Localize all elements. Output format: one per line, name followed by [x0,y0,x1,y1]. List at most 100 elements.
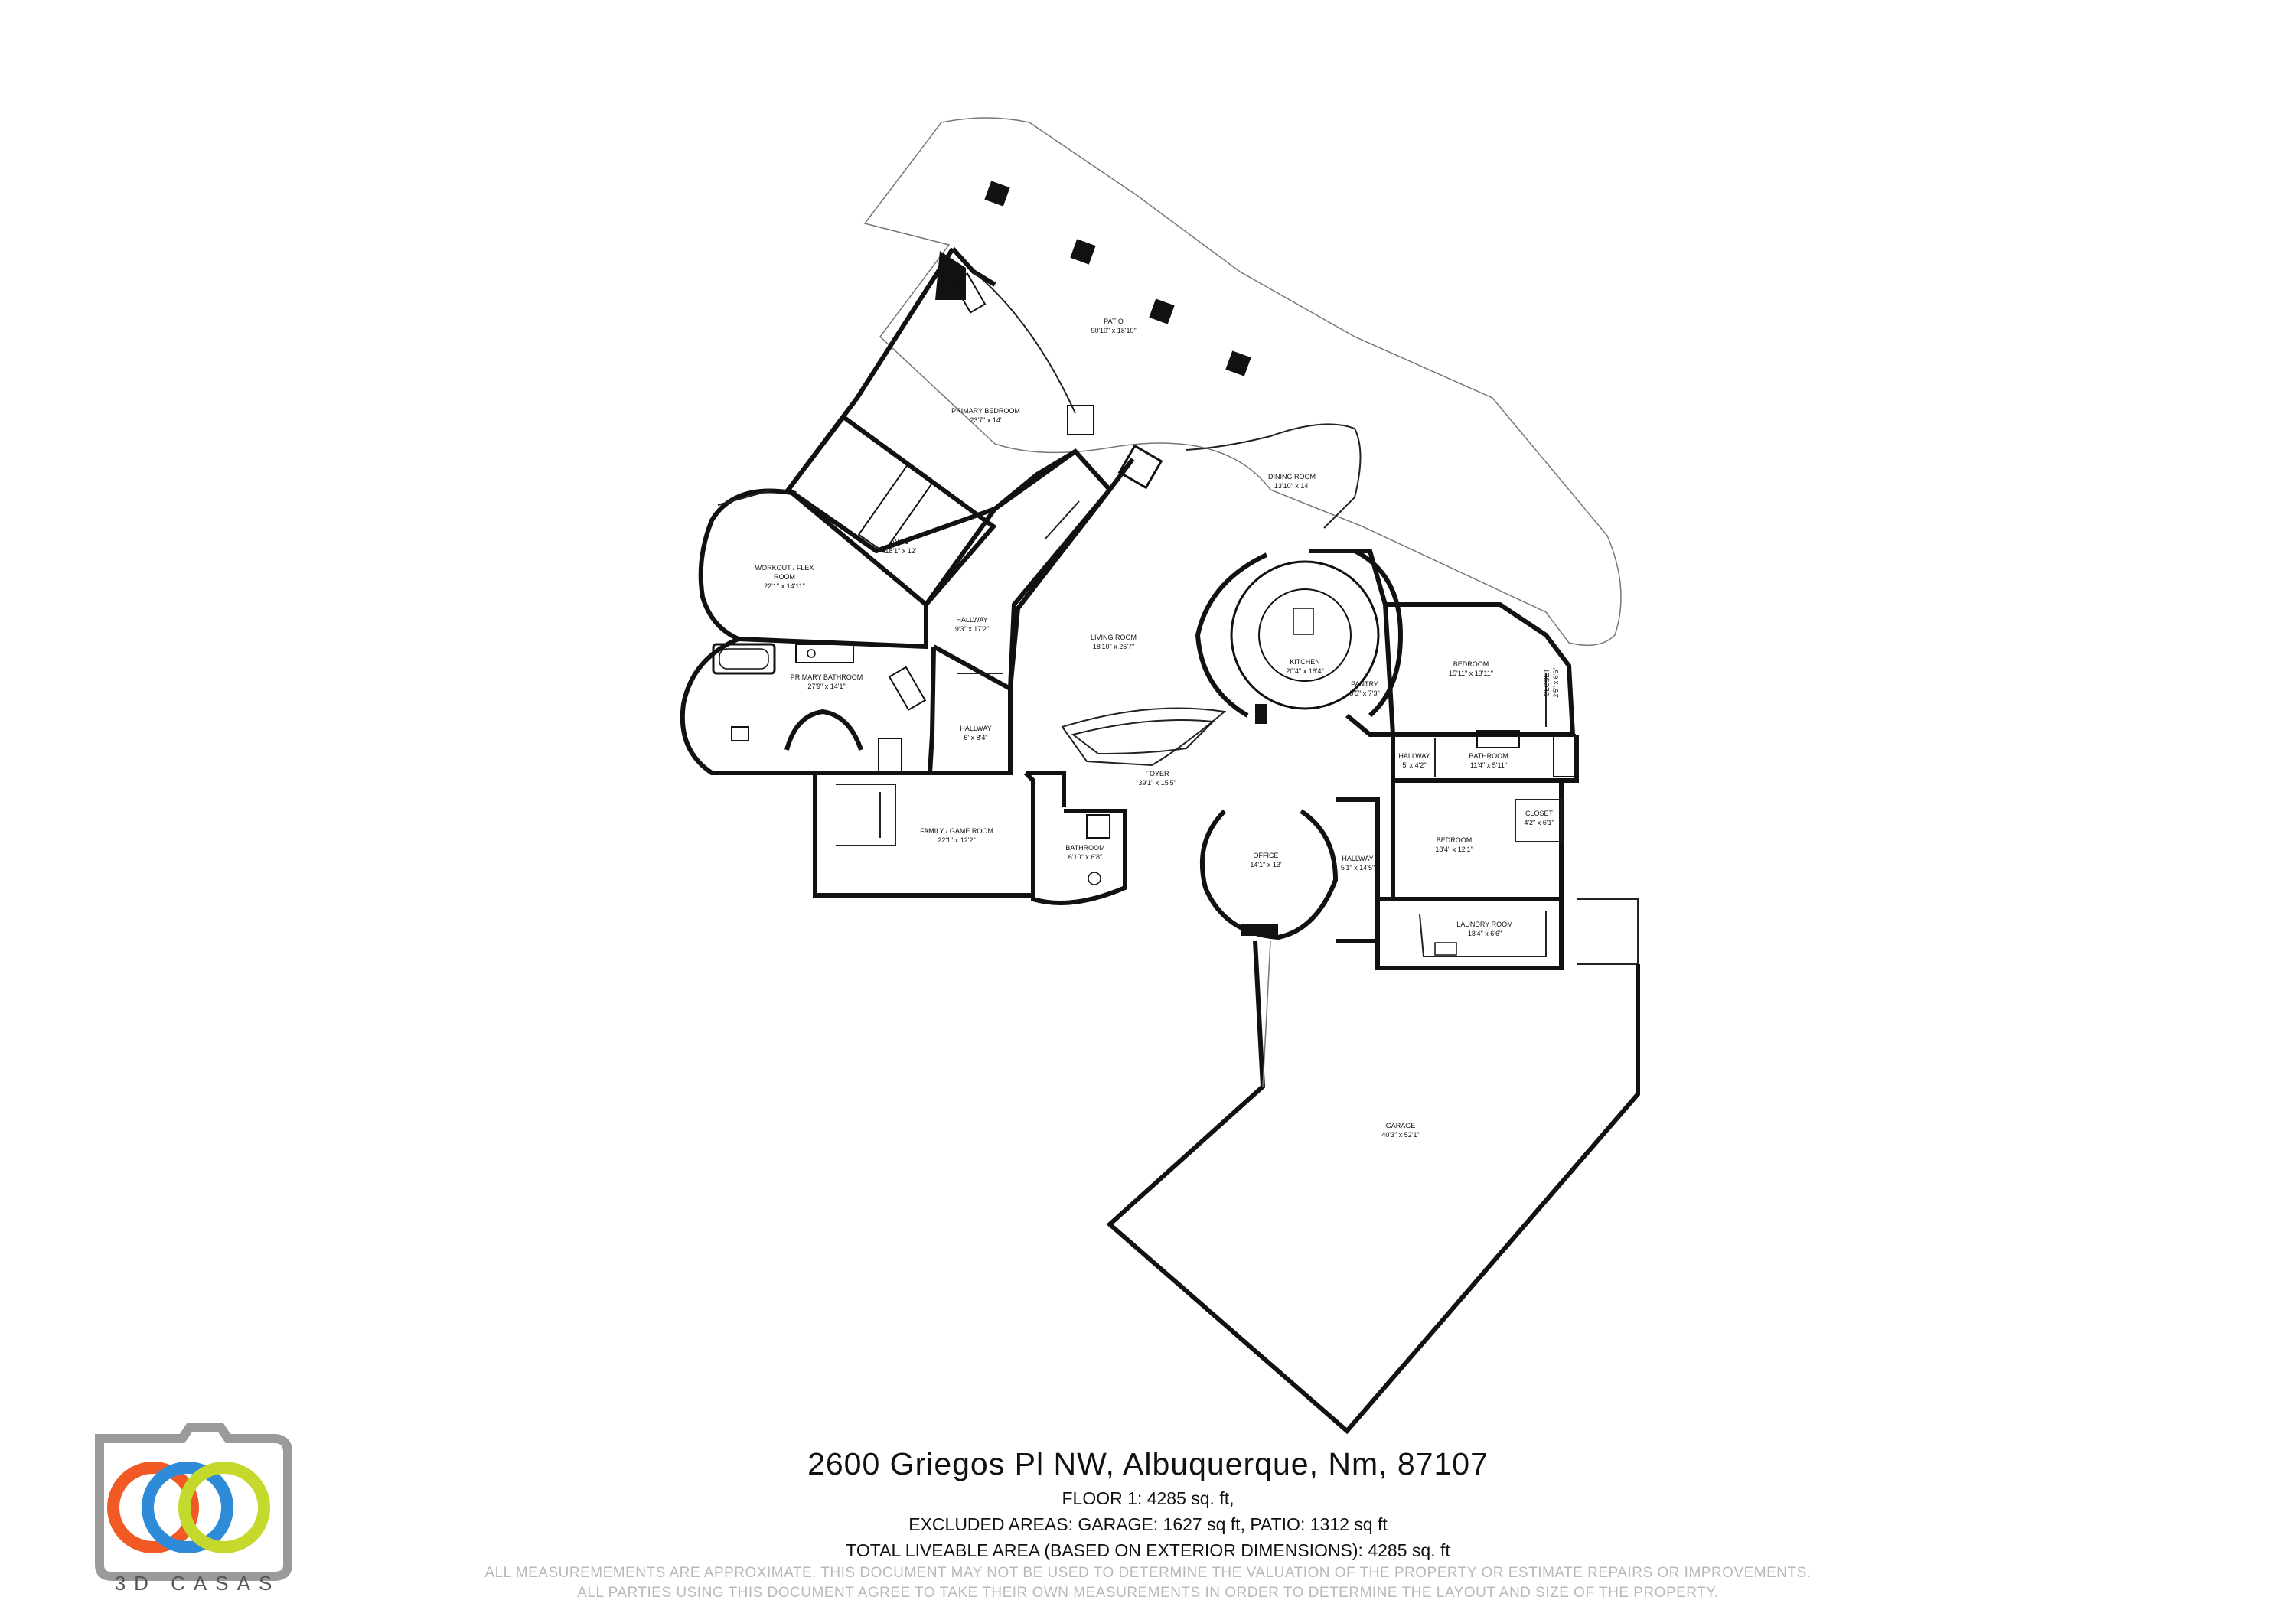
laundry-walls [1375,897,1639,970]
kitchen-walls [1195,549,1404,724]
dining-room-label: DINING ROOM 13'10" x 14' [1268,473,1316,490]
bedroom1-label: BEDROOM 15'11" x 13'11" [1449,660,1493,677]
brand-name: 3D CASAS [114,1572,281,1595]
svg-text:FOYER: FOYER [1145,770,1169,777]
svg-text:5'1" x 14'5": 5'1" x 14'5" [1341,864,1375,872]
living-room-label: LIVING ROOM 18'10" x 26'7" [1091,634,1137,650]
svg-text:90'10" x 18'10": 90'10" x 18'10" [1091,327,1136,334]
blue-ring-icon [142,1462,233,1553]
floor-area: FLOOR 1: 4285 sq. ft, [1062,1488,1234,1508]
pantry-label: PANTRY 5'5" x 7'3" [1349,680,1379,697]
svg-text:HALLWAY: HALLWAY [956,616,987,624]
hallway2-walls [932,644,1013,775]
patio-area [863,117,1622,647]
svg-text:18'10" x 26'7": 18'10" x 26'7" [1093,643,1134,650]
office-label: OFFICE 14'1" x 13' [1250,852,1281,869]
laundry-label: LAUNDRY ROOM 18'4" x 6'6" [1456,921,1512,937]
svg-text:18'4" x 6'6": 18'4" x 6'6" [1468,930,1502,937]
svg-text:GARAGE: GARAGE [1386,1122,1416,1129]
total-liveable-area: TOTAL LIVEABLE AREA (BASED ON EXTERIOR D… [846,1540,1450,1560]
svg-text:18'1" x 12': 18'1" x 12' [885,547,916,555]
bedroom2-walls [1391,781,1564,901]
svg-text:BEDROOM: BEDROOM [1437,836,1473,844]
camera-frame-icon [95,1423,292,1581]
property-address: 2600 Griegos Pl NW, Albuquerque, Nm, 871… [807,1446,1489,1481]
svg-text:20'4" x 16'4": 20'4" x 16'4" [1286,667,1323,675]
family-room-label: FAMILY / GAME ROOM 22'1" x 12'2" [920,827,993,844]
svg-text:4'2" x 6'1": 4'2" x 6'1" [1524,819,1554,826]
hallway1-label: HALLWAY 9'3" x 17'2" [955,616,989,633]
workout-room-label: WORKOUT / FLEX ROOM 22'1" x 14'11" [755,564,814,590]
primary-bathroom-walls [680,637,936,775]
svg-text:KITCHEN: KITCHEN [1290,658,1320,666]
svg-text:13'10" x 14': 13'10" x 14' [1274,482,1309,490]
disclaimer-line-2: ALL PARTIES USING THIS DOCUMENT AGREE TO… [577,1585,1719,1601]
patio-label: PATIO 90'10" x 18'10" [1091,318,1136,334]
svg-text:PRIMARY BATHROOM: PRIMARY BATHROOM [791,673,863,681]
garage-walls [1106,940,1640,1435]
svg-text:15'11" x 13'11": 15'11" x 13'11" [1449,670,1493,677]
svg-text:LAUNDRY ROOM: LAUNDRY ROOM [1456,921,1512,928]
hallway3-label: HALLWAY 5' x 4'2" [1398,752,1430,769]
svg-text:6'10" x 6'8": 6'10" x 6'8" [1068,853,1102,861]
svg-text:11'4" x 5'11": 11'4" x 5'11" [1470,761,1507,769]
bathroom1-label: BATHROOM 11'4" x 5'11" [1469,752,1508,769]
svg-text:OFFICE: OFFICE [1254,852,1279,859]
bathroom2-label: BATHROOM 6'10" x 6'8" [1065,844,1104,861]
3d-casas-logo [95,1423,292,1581]
pantry-walls [1309,549,1396,737]
svg-text:40'3" x 52'1": 40'3" x 52'1" [1381,1131,1419,1139]
living-room-walls [1008,423,1362,807]
foyer-label: FOYER 39'1" x 15'5" [1138,770,1176,787]
svg-text:39'1" x 15'5": 39'1" x 15'5" [1138,779,1176,787]
svg-text:BATHROOM: BATHROOM [1065,844,1104,852]
closet1-label: CLOSET 2'5" x 6'6" [1543,667,1560,697]
svg-text:HALLWAY: HALLWAY [1342,855,1373,862]
hallway4-label: HALLWAY 5'1" x 14'5" [1341,855,1375,872]
svg-text:PANTRY: PANTRY [1351,680,1378,688]
excluded-areas: EXCLUDED AREAS: GARAGE: 1627 sq ft, PATI… [908,1514,1388,1534]
svg-text:CLOSET: CLOSET [1543,668,1551,696]
svg-text:PATIO: PATIO [1104,318,1124,325]
svg-text:23'7" x 14': 23'7" x 14' [970,416,1001,424]
svg-text:2'5" x 6'6": 2'5" x 6'6" [1552,667,1560,697]
garage-label: GARAGE 40'3" x 52'1" [1381,1122,1419,1139]
svg-text:WORKOUT / FLEX: WORKOUT / FLEX [755,564,814,572]
bathroom2-walls [1031,809,1127,905]
primary-bathroom-label: PRIMARY BATHROOM 27'9" x 14'1" [791,673,863,690]
kitchen-label: KITCHEN 20'4" x 16'4" [1286,658,1323,675]
svg-text:HALLWAY: HALLWAY [1398,752,1430,760]
disclaimer-line-1: ALL MEASUREMEMENTS ARE APPROXIMATE. THIS… [484,1565,1812,1581]
svg-text:LIVING ROOM: LIVING ROOM [1091,634,1137,641]
svg-text:22'1" x 14'11": 22'1" x 14'11" [764,582,805,590]
wic-label: W.I.C 18'1" x 12' [885,538,916,555]
svg-text:HALLWAY: HALLWAY [960,725,991,732]
svg-text:6' x 8'4": 6' x 8'4" [964,734,987,741]
bathroom1-walls [1391,730,1579,783]
svg-text:CLOSET: CLOSET [1525,810,1554,817]
svg-text:9'3" x 17'2": 9'3" x 17'2" [955,625,989,633]
svg-text:PRIMARY BEDROOM: PRIMARY BEDROOM [951,407,1020,415]
primary-bedroom-walls [784,246,1163,554]
yellow-ring-icon [178,1462,270,1553]
office-walls [1199,809,1339,940]
svg-text:W.I.C: W.I.C [892,538,909,546]
room-labels: PATIO 90'10" x 18'10" PRIMARY BEDROOM 23… [755,318,1560,1139]
svg-text:18'4" x 12'1": 18'4" x 12'1" [1435,846,1473,853]
hallway1-walls [924,448,1113,689]
svg-text:BEDROOM: BEDROOM [1453,660,1489,668]
svg-text:5'5" x 7'3": 5'5" x 7'3" [1349,689,1379,697]
svg-text:14'1" x 13': 14'1" x 13' [1250,861,1281,869]
svg-text:FAMILY / GAME ROOM: FAMILY / GAME ROOM [920,827,993,835]
hallway4-walls [1336,797,1380,943]
bedroom1-walls [1385,602,1576,737]
plan-footer: 2600 Griegos Pl NW, Albuquerque, Nm, 871… [0,1442,2296,1603]
svg-text:5' x 4'2": 5' x 4'2" [1402,761,1426,769]
closet2-label: CLOSET 4'2" x 6'1" [1524,810,1554,826]
orange-ring-icon [107,1462,199,1553]
svg-text:27'9" x 14'1": 27'9" x 14'1" [807,683,845,690]
bedroom2-label: BEDROOM 18'4" x 12'1" [1435,836,1473,853]
svg-text:BATHROOM: BATHROOM [1469,752,1508,760]
svg-text:DINING ROOM: DINING ROOM [1268,473,1316,481]
